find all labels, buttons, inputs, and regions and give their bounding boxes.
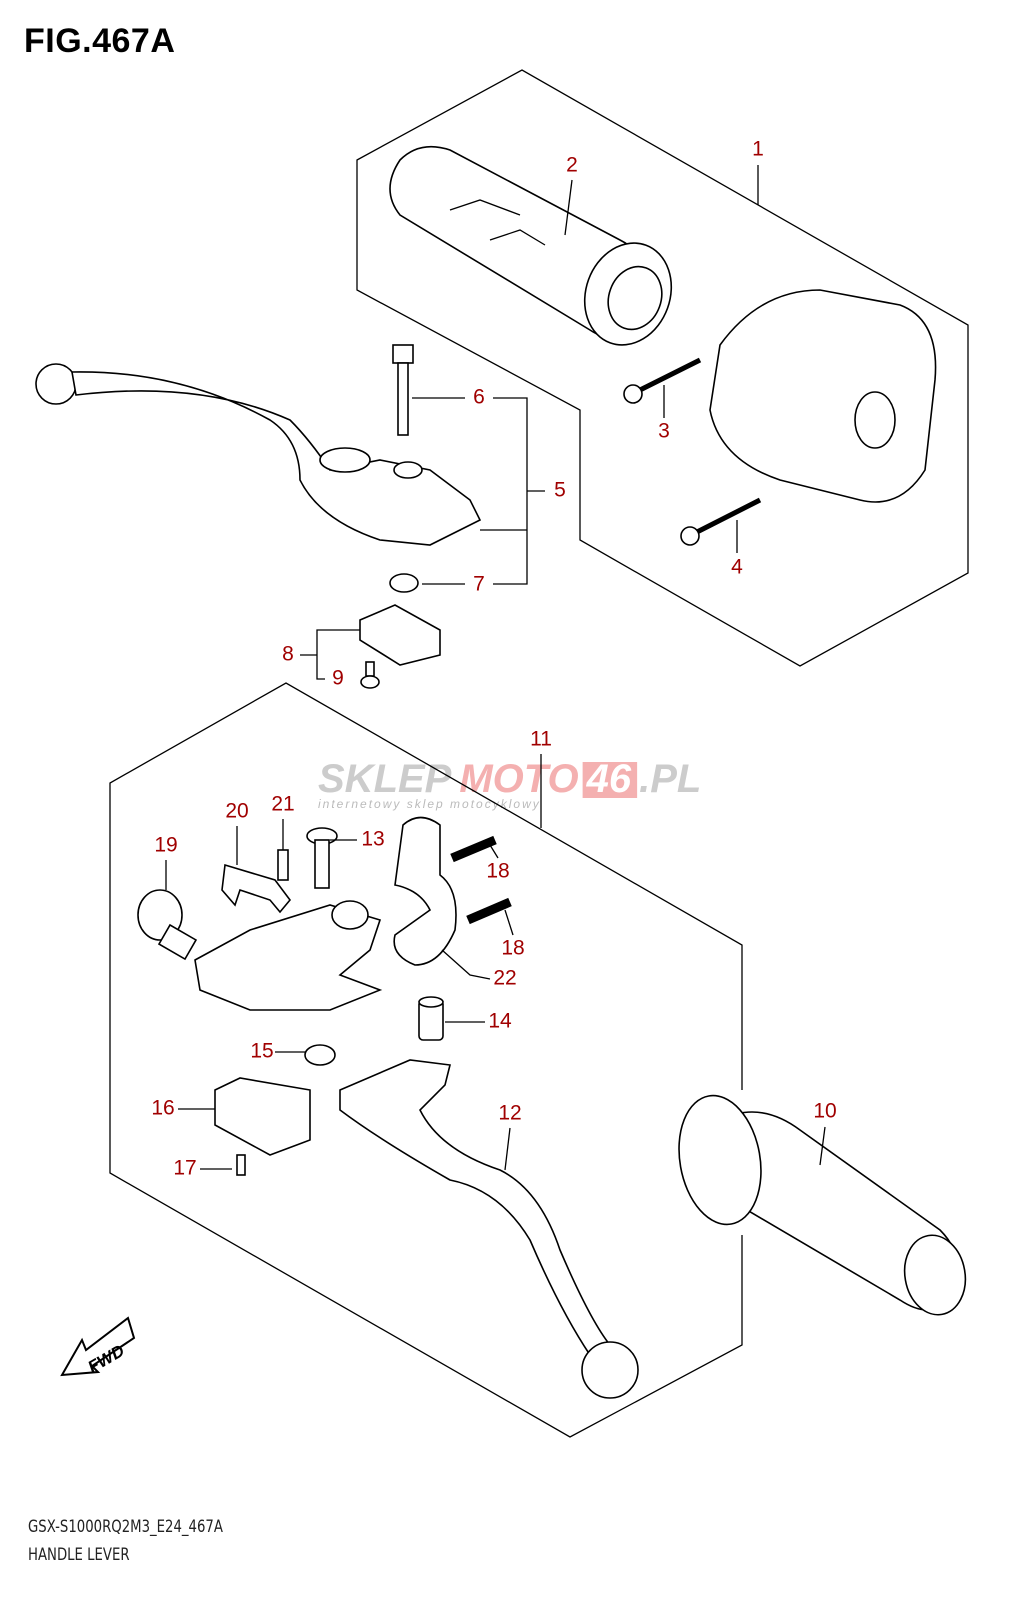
part-switch-housing <box>709 289 937 503</box>
callout-12: 12 <box>498 1102 521 1125</box>
watermark-tagline: internetowy sklep motocyklowy <box>318 797 541 811</box>
part-bolt-6 <box>392 344 414 436</box>
leader-22 <box>441 949 491 980</box>
part-switch-16 <box>214 1077 311 1156</box>
callout-9: 9 <box>332 667 344 690</box>
part-clamp-22 <box>393 816 457 966</box>
part-bolt-18a <box>450 835 497 863</box>
part-clutch-holder <box>194 900 383 1011</box>
part-clip-20 <box>221 863 292 914</box>
part-brake-switch <box>359 604 441 666</box>
footer-model-code: GSX-S1000RQ2M3_E24_467A <box>28 1517 223 1537</box>
callout-2: 2 <box>566 154 578 177</box>
part-screw-9 <box>360 661 380 689</box>
callout-7: 7 <box>473 573 485 596</box>
callout-11: 11 <box>530 728 552 751</box>
callout-6: 6 <box>473 386 485 409</box>
callout-4: 4 <box>731 556 743 579</box>
assembly-box-lower <box>109 682 743 1438</box>
figure-title: FIG.467A <box>24 22 176 60</box>
callout-18: 18 <box>486 860 509 883</box>
watermark-text-a: SKLEP <box>318 757 452 801</box>
part-grip-left <box>678 1094 967 1316</box>
assembly-box-upper <box>356 69 969 667</box>
watermark-text-c: 46 <box>586 757 632 801</box>
callout-10: 10 <box>813 1100 836 1123</box>
part-screw-17 <box>236 1154 246 1176</box>
callout-8: 8 <box>282 643 294 666</box>
bracket-5 <box>493 397 528 585</box>
footer-figure-name: HANDLE LEVER <box>28 1545 130 1565</box>
part-screw-3 <box>623 357 702 404</box>
part-bolt-18b <box>466 897 512 925</box>
watermark-text-b: MOTO <box>459 757 578 801</box>
part-screw-4 <box>680 497 762 546</box>
part-nut-7 <box>389 573 419 593</box>
callout-16: 16 <box>151 1097 174 1120</box>
leader-18b <box>504 909 514 936</box>
part-grip-right <box>389 145 673 346</box>
callout-17: 17 <box>173 1157 196 1180</box>
watermark: SKLEP MOTO 46 .PL internetowy sklep moto… <box>318 757 701 811</box>
callout-22: 22 <box>493 967 516 990</box>
fwd-arrow-icon: FWD <box>60 1316 136 1377</box>
callout-20: 20 <box>225 800 248 823</box>
part-adjuster-19 <box>137 889 198 961</box>
watermark-text-d: .PL <box>639 757 701 801</box>
callout-13: 13 <box>361 828 384 851</box>
leader-2 <box>564 179 573 236</box>
callout-15: 15 <box>250 1040 273 1063</box>
leader-12 <box>504 1127 511 1171</box>
part-collar-14 <box>418 996 444 1041</box>
part-screw-21 <box>277 849 289 881</box>
callout-19: 19 <box>154 834 177 857</box>
part-clutch-lever <box>339 1059 639 1399</box>
callout-14: 14 <box>488 1010 512 1033</box>
leader-18a <box>489 844 499 859</box>
callout-1: 1 <box>752 138 764 161</box>
callout-3: 3 <box>658 420 670 443</box>
watermark-badge <box>582 762 638 798</box>
part-nut-15 <box>304 1044 336 1066</box>
leader-10 <box>819 1126 826 1166</box>
callout-5: 5 <box>554 479 566 502</box>
callout-18: 18 <box>501 937 524 960</box>
callout-21: 21 <box>271 793 294 816</box>
part-pivot-bolt-13 <box>306 827 338 889</box>
part-brake-lever <box>35 363 482 546</box>
